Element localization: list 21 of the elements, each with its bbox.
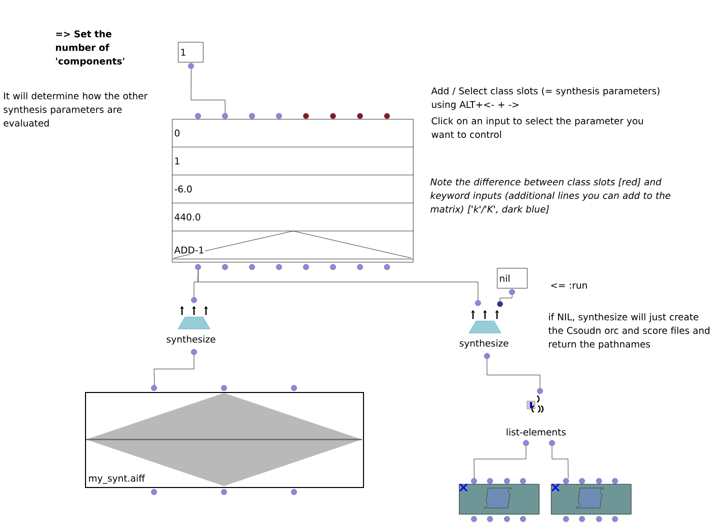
instruction-note: Add / Select class slots (= synthesis parameters) using ALT+<- + ->	[431, 87, 660, 110]
function-label: list-elements	[506, 428, 566, 436]
connector	[474, 446, 526, 478]
value-box: nil	[497, 268, 528, 295]
function-label: synthesize	[460, 339, 508, 348]
connector	[190, 69, 226, 114]
connector	[154, 354, 194, 386]
number-box: 1	[178, 42, 204, 69]
connector	[486, 358, 540, 388]
function-label: synthesize	[166, 335, 216, 344]
instruction-note: Note the difference between class slots [red] and keyword inputs (additional lines you can add to the matrix) ['k'/'K', dark blue]	[430, 178, 670, 214]
connector	[500, 295, 512, 302]
instruction-note: Click on an input to select the parameter you want to control	[432, 117, 643, 138]
instruction-note: if NIL, synthesize will just create the Csoudn orc and score files and return the pathnames	[548, 313, 710, 350]
sound-box: my_synt.aiff	[85, 385, 364, 495]
connector	[552, 446, 568, 478]
class-matrix-box: 0 1 -6.0 440.0 ADD-1	[172, 113, 414, 270]
instruction-note: <= :run	[551, 283, 587, 289]
instruction-note: => Set the number of 'components'	[56, 30, 124, 66]
connector	[198, 270, 478, 300]
instruction-note: It will determine how the other synthesis parameters are evaluated	[4, 92, 148, 127]
